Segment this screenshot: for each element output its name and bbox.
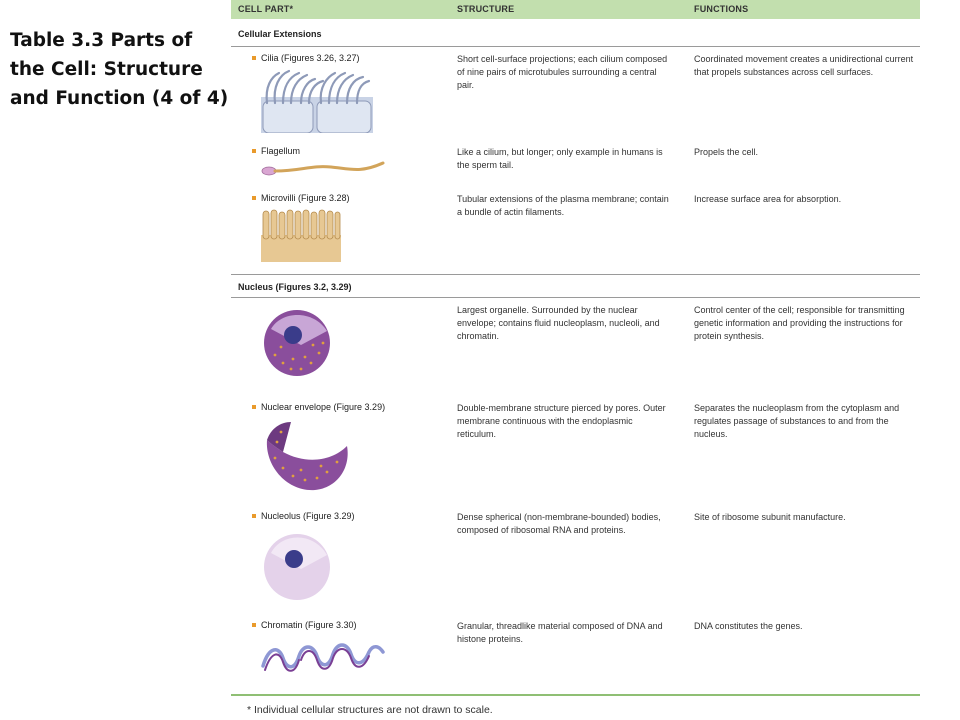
section-divider: [231, 46, 920, 47]
microvilli-icon: [261, 209, 341, 262]
nuclear-envelope-icon: [266, 422, 348, 491]
table-header: CELL PART* STRUCTURE FUNCTIONS: [231, 0, 920, 19]
structure-cell: Double-membrane structure pierced by por…: [457, 403, 666, 439]
bullet-icon: [252, 149, 256, 153]
structure-cell: Like a cilium, but longer; only example …: [457, 147, 663, 170]
header-structure: STRUCTURE: [457, 4, 515, 14]
section-divider: [231, 297, 920, 298]
bullet-icon: [252, 623, 256, 627]
function-cell: Increase surface area for absorption.: [694, 194, 842, 204]
nucleus-icon: [264, 310, 330, 376]
structure-cell: Granular, threadlike material composed o…: [457, 621, 663, 644]
part-label: Nuclear envelope (Figure 3.29): [252, 402, 385, 412]
function-cell: Control center of the cell; responsible …: [694, 305, 905, 341]
header-cell-part: CELL PART*: [238, 4, 294, 14]
footnote: * Individual cellular structures are not…: [247, 704, 493, 716]
function-cell: Site of ribosome subunit manufacture.: [694, 512, 846, 522]
bullet-icon: [252, 196, 256, 200]
structure-cell: Largest organelle. Surrounded by the nuc…: [457, 305, 660, 341]
part-label: Microvilli (Figure 3.28): [252, 193, 350, 203]
slide-title: Table 3.3 Parts of the Cell: Structure a…: [10, 30, 229, 109]
structure-cell: Tubular extensions of the plasma membran…: [457, 194, 669, 217]
chromatin-icon: [261, 643, 385, 672]
structure-cell: Short cell-surface projections; each cil…: [457, 54, 668, 90]
structure-cell: Dense spherical (non-membrane-bounded) b…: [457, 512, 661, 535]
header-functions: FUNCTIONS: [694, 4, 749, 14]
section-label-nucleus: Nucleus (Figures 3.2, 3.29): [238, 282, 352, 292]
part-label: Flagellum: [252, 146, 300, 156]
function-cell: Separates the nucleoplasm from the cytop…: [694, 403, 900, 439]
table-bottom-rule: [231, 694, 920, 696]
nucleolus-icon: [264, 534, 330, 600]
bullet-icon: [252, 514, 256, 518]
bullet-icon: [252, 56, 256, 60]
function-cell: DNA constitutes the genes.: [694, 621, 803, 631]
section-divider: [231, 274, 920, 275]
section-label-cellular-extensions: Cellular Extensions: [238, 29, 322, 39]
function-cell: Coordinated movement creates a unidirect…: [694, 54, 914, 77]
flagellum-icon: [261, 161, 385, 176]
part-label: Cilia (Figures 3.26, 3.27): [252, 53, 360, 63]
part-label: Chromatin (Figure 3.30): [252, 620, 357, 630]
cell-parts-table: CELL PART* STRUCTURE FUNCTIONS Cellular …: [231, 0, 920, 720]
part-label: Nucleolus (Figure 3.29): [252, 511, 355, 521]
bullet-icon: [252, 405, 256, 409]
cilia-icon: [261, 69, 373, 133]
function-cell: Propels the cell.: [694, 147, 759, 157]
